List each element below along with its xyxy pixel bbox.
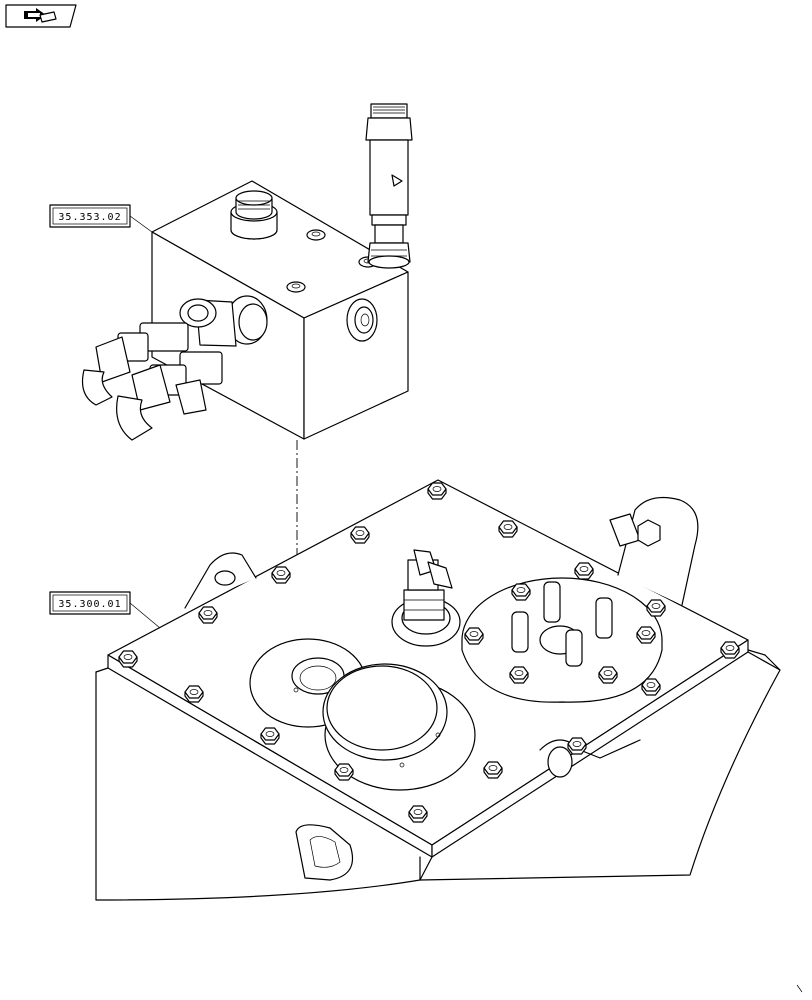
hex-bolt: [720, 641, 740, 659]
small-plug-3: [286, 281, 306, 293]
callout-housing[interactable]: 35.300.01: [49, 591, 161, 629]
hex-bolt: [483, 761, 503, 779]
small-plug-1: [306, 229, 326, 241]
hex-bolt: [598, 666, 618, 684]
callout-housing-label: 35.300.01: [58, 599, 121, 610]
hex-bolt: [334, 763, 354, 781]
hex-bolt: [260, 727, 280, 745]
hex-bolt: [350, 526, 370, 544]
hex-bolt: [646, 599, 666, 617]
mid-fitting: [391, 549, 461, 647]
bolts: [118, 482, 740, 823]
hex-bolt: [498, 520, 518, 538]
hex-bolt: [427, 482, 447, 500]
hex-bolt: [464, 627, 484, 645]
hex-bolt: [198, 606, 218, 624]
hex-bolt: [118, 650, 138, 668]
callout-valve-block-label: 35.353.02: [58, 212, 121, 223]
book-arrow-icon[interactable]: [5, 4, 77, 28]
hex-bolt: [641, 678, 661, 696]
fitting-upper-large: [179, 295, 268, 347]
fitting-upper-elbow: [81, 322, 189, 406]
pin-plate: [461, 577, 663, 703]
hex-bolt: [636, 626, 656, 644]
hex-bolt: [574, 562, 594, 580]
fitting-lower-elbow: [116, 351, 223, 441]
callout-valve-block[interactable]: 35.353.02: [49, 204, 153, 233]
hex-bolt: [271, 566, 291, 584]
corner-mark: [796, 984, 803, 993]
hex-bolt: [509, 666, 529, 684]
pressure-valve: [365, 103, 413, 269]
hex-bolt: [567, 737, 587, 755]
plug-fitting: [230, 190, 278, 240]
side-port: [346, 298, 378, 342]
hex-bolt: [408, 805, 428, 823]
hex-bolt: [184, 685, 204, 703]
valve-block: [81, 103, 413, 441]
hex-bolt: [511, 583, 531, 601]
